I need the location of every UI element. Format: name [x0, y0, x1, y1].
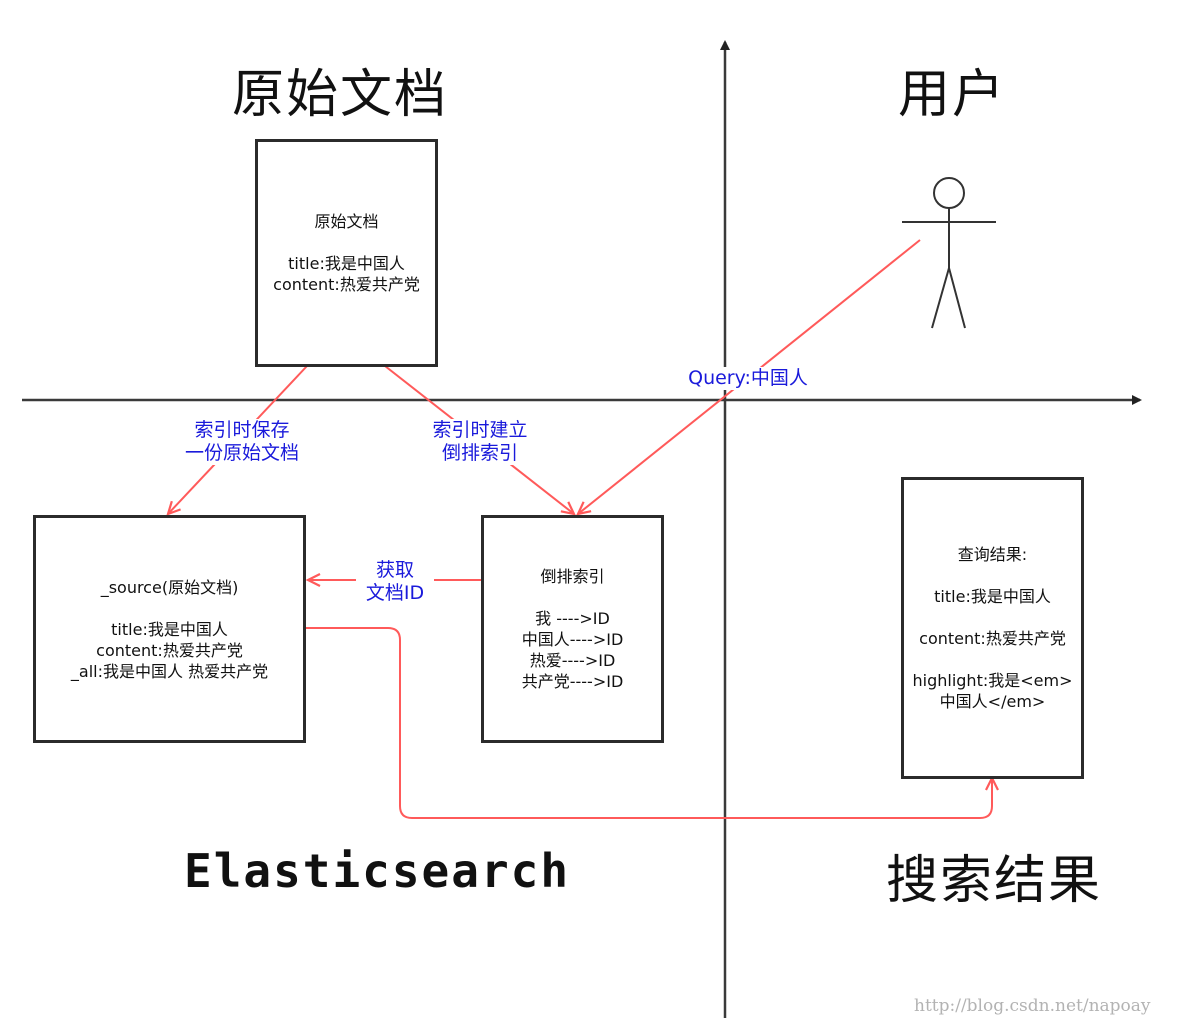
- inverted-index-box: 倒排索引 我 ---->ID 中国人---->ID 热爱---->ID 共产党-…: [481, 515, 664, 743]
- source-doc-line: _all:我是中国人 热爱共产党: [70, 661, 269, 681]
- original-doc-box: 原始文档 title:我是中国人 content:热爱共产党: [255, 139, 438, 367]
- quadrant-title-search-results: 搜索结果: [886, 851, 1103, 911]
- inverted-index-entry: 热爱---->ID: [529, 651, 616, 670]
- query-result-box: 查询结果: title:我是中国人 content:热爱共产党 highligh…: [901, 477, 1084, 779]
- arrow-to-results: [305, 627, 999, 819]
- query-result-title: 查询结果:: [957, 545, 1028, 564]
- source-doc-line: content:热爱共产党: [96, 640, 243, 660]
- original-doc-title: 原始文档: [314, 212, 379, 231]
- source-doc-title: _source(原始文档): [100, 577, 239, 597]
- quadrant-title-source-docs: 原始文档: [232, 65, 449, 125]
- user-stick-figure-icon: [902, 177, 996, 329]
- label-build-index: 索引时建立 倒排索引: [412, 419, 548, 465]
- query-result-line: title:我是中国人: [934, 587, 1051, 606]
- label-save-copy-line: 一份原始文档: [184, 442, 299, 464]
- query-result-line: highlight:我是<em>: [912, 671, 1073, 690]
- source-doc-line: title:我是中国人: [111, 619, 228, 639]
- inverted-index-entry: 我 ---->ID: [535, 609, 610, 628]
- watermark: http://blog.csdn.net/napoay: [914, 996, 1151, 1016]
- label-save-copy: 索引时保存 一份原始文档: [168, 419, 316, 465]
- label-build-index-line: 倒排索引: [441, 442, 518, 464]
- inverted-index-entry: 共产党---->ID: [521, 672, 624, 691]
- label-get-id: 获取 文档ID: [356, 559, 434, 605]
- label-save-copy-line: 索引时保存: [194, 419, 290, 441]
- source-doc-box: _source(原始文档) title:我是中国人 content:热爱共产党 …: [33, 515, 306, 743]
- label-get-id-line: 获取: [375, 559, 414, 581]
- original-doc-line: content:热爱共产党: [273, 275, 420, 294]
- quadrant-title-elasticsearch: Elasticsearch: [184, 844, 571, 898]
- inverted-index-entry: 中国人---->ID: [521, 630, 624, 649]
- label-build-index-line: 索引时建立: [432, 419, 528, 441]
- original-doc-line: title:我是中国人: [288, 254, 405, 273]
- quadrant-title-user: 用户: [898, 65, 1007, 125]
- inverted-index-title: 倒排索引: [540, 567, 605, 586]
- label-query: Query:中国人: [678, 367, 818, 390]
- label-get-id-line: 文档ID: [365, 582, 425, 604]
- query-result-line: 中国人</em>: [939, 692, 1046, 711]
- query-result-line: content:热爱共产党: [919, 629, 1066, 648]
